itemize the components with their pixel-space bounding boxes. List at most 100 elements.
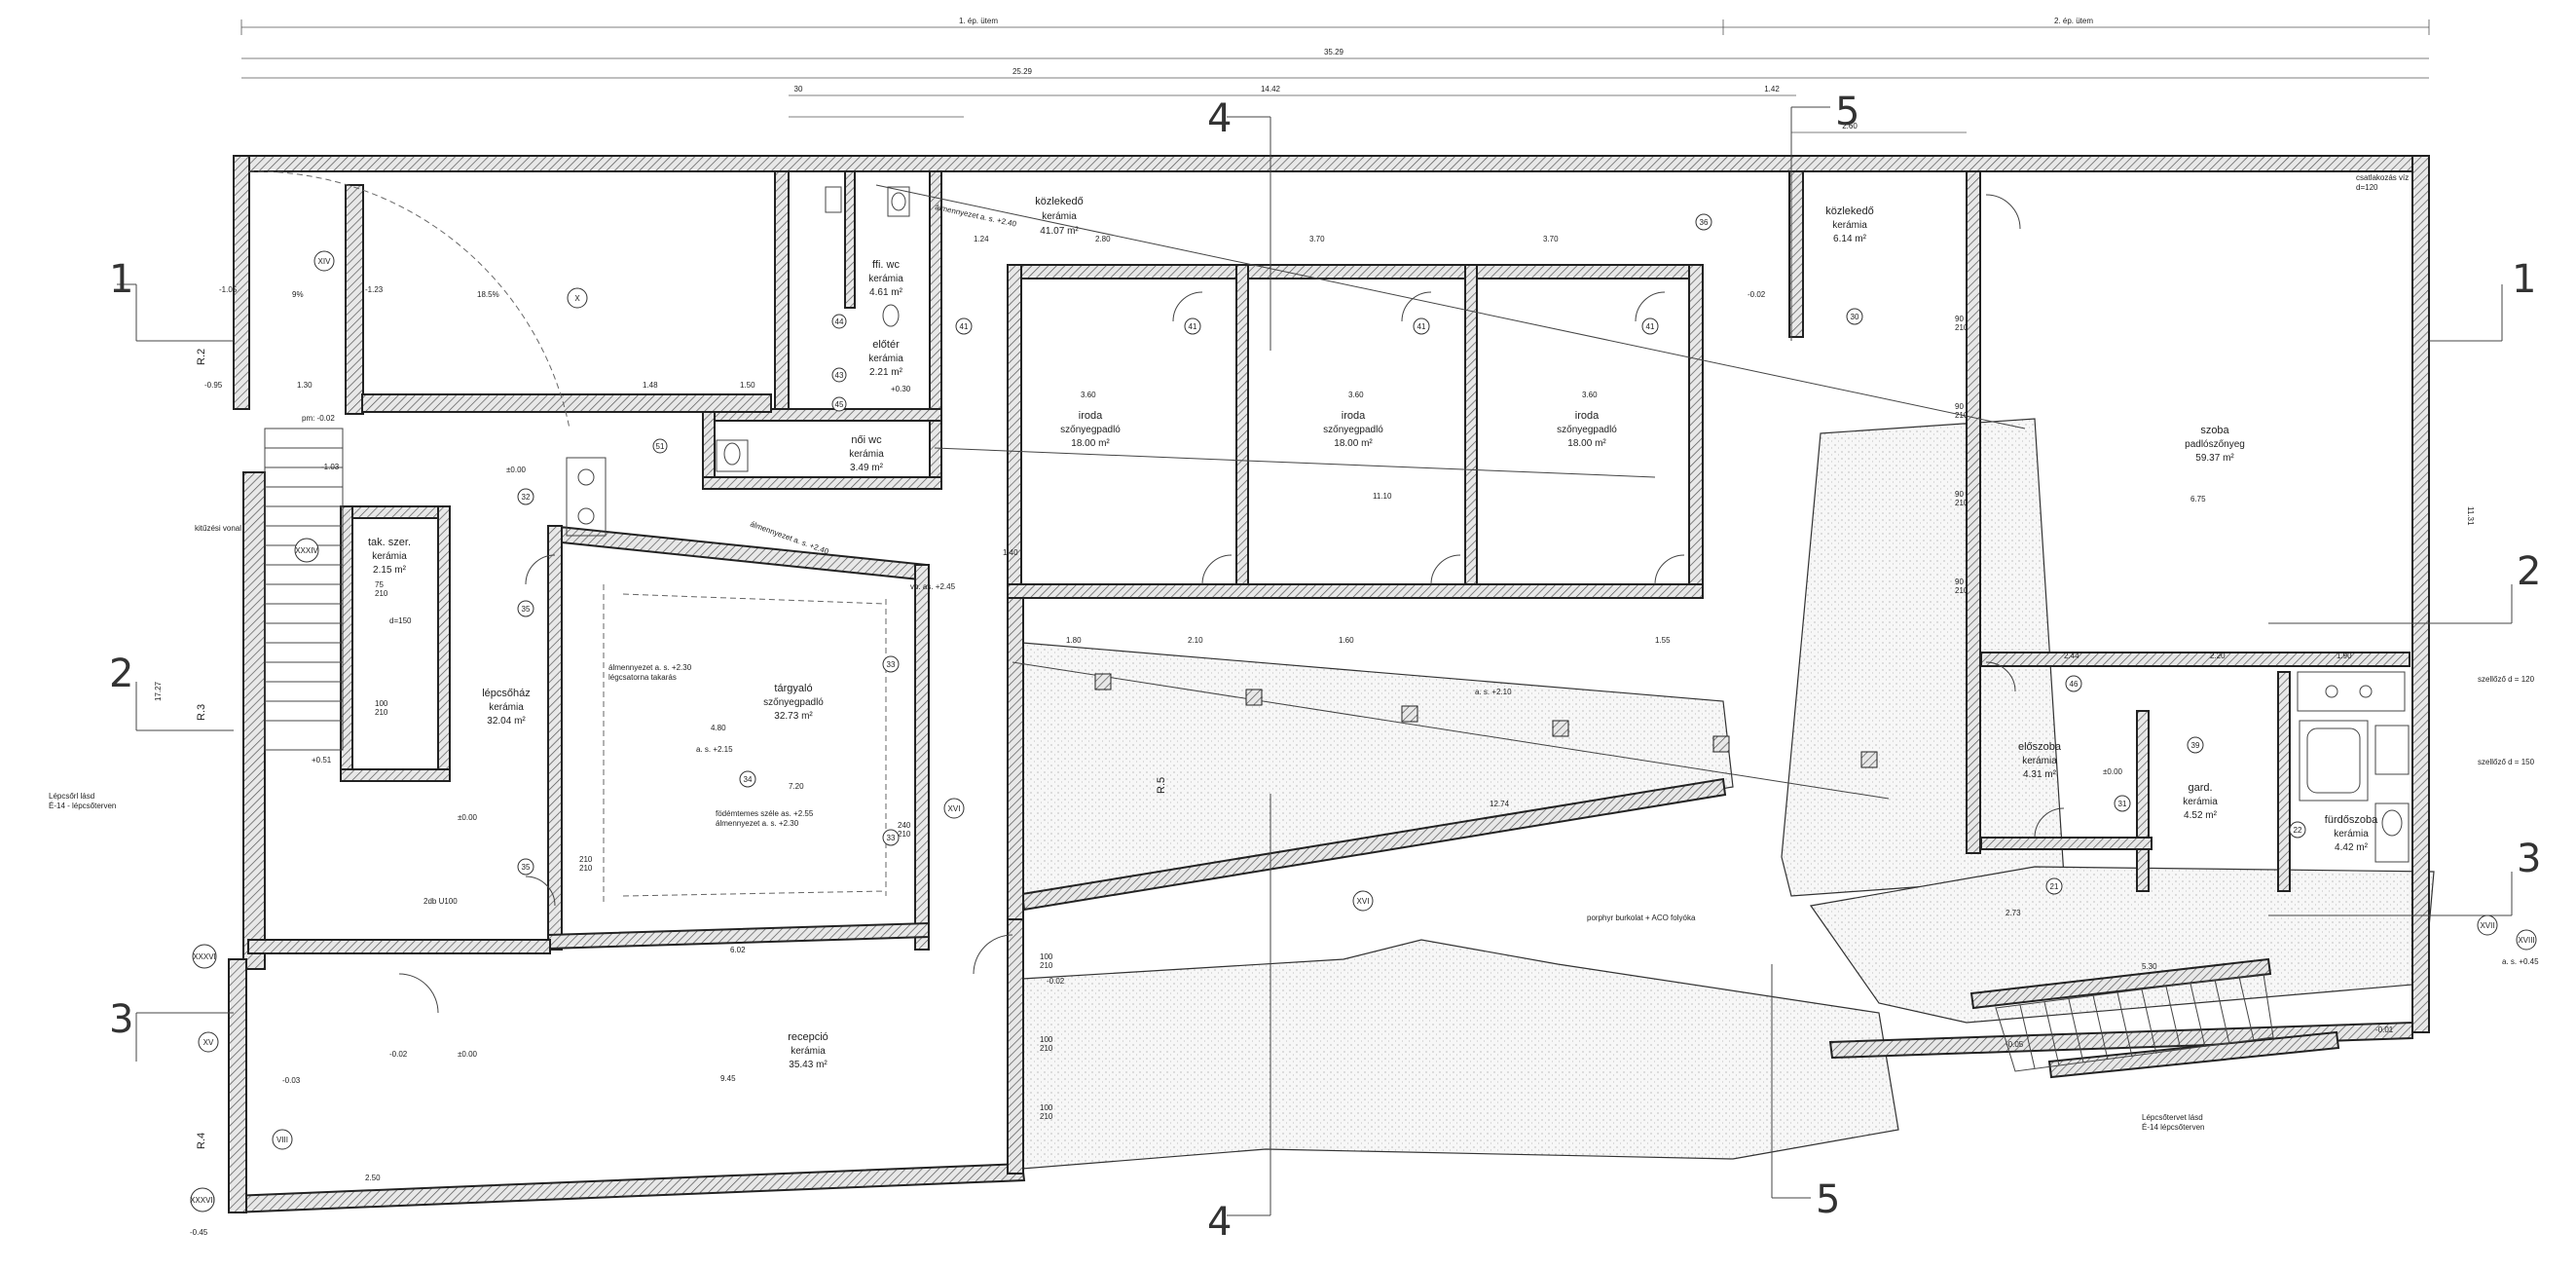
lower-paved-area (1021, 939, 1899, 1170)
svg-text:XVI: XVI (1357, 897, 1370, 906)
room-area: 6.14 m² (1833, 234, 1867, 244)
svg-text:34: 34 (744, 775, 753, 784)
svg-text:43: 43 (835, 371, 844, 380)
dim: 12.74 (1490, 800, 1510, 808)
room-gard: gard. kerámia 4.52 m² (2183, 782, 2218, 821)
room-name: gard. (2188, 782, 2212, 794)
marker: 33 (882, 655, 900, 673)
stair-left-note: Lépcsőrl lásd (49, 792, 94, 801)
svg-text:41: 41 (1189, 322, 1197, 331)
svg-text:X: X (574, 294, 580, 303)
level-mark: +0.30 (891, 385, 911, 393)
svg-text:32: 32 (522, 493, 531, 502)
room-floor: padlószőnyeg (2185, 439, 2245, 450)
room-area: 3.49 m² (850, 463, 884, 473)
dim: 6.75 (2190, 495, 2206, 503)
ceiling-note-2b: álmennyezet a. s. +2.30 (716, 819, 799, 828)
dim: 2.73 (2006, 909, 2021, 917)
central-paved-courtyard (1021, 642, 1734, 907)
marker: 51 (652, 438, 668, 454)
room-iroda-3: iroda szőnyegpadló 18.00 m² (1557, 410, 1617, 449)
axis-r4: R.4 (196, 1133, 207, 1149)
marker: 36 (1695, 213, 1712, 231)
marker: XVII (2477, 914, 2498, 936)
marker: XV (198, 1031, 219, 1053)
room-lepcsohaz: lépcsőház kerámia 32.04 m² (482, 688, 531, 727)
marker: 41 (955, 317, 973, 335)
dim: 11.10 (1373, 492, 1392, 501)
svg-text:41: 41 (1646, 322, 1655, 331)
right-stair-treads (1995, 973, 2274, 1072)
svg-text:21: 21 (2050, 882, 2059, 891)
room-floor: kerámia (2022, 756, 2057, 766)
room-floor: kerámia (372, 551, 407, 562)
marker: XXXIV (294, 538, 319, 563)
dim: 2.10 (1188, 636, 1203, 645)
level-mark: -0.45 (190, 1228, 208, 1237)
ceiling-vb-note: vb. as. +2.45 (910, 582, 956, 591)
svg-text:30: 30 (1851, 313, 1859, 321)
room-furdoszoba: fürdőszoba kerámia 4.42 m² (2325, 814, 2378, 853)
room-area: 35.43 m² (789, 1060, 828, 1070)
ceiling-note-1b: légcsatorna takarás (608, 673, 677, 682)
room-name: iroda (1575, 410, 1600, 422)
svg-text:44: 44 (835, 317, 844, 326)
dim: 9.45 (720, 1074, 736, 1083)
dim: 2.44 (2064, 652, 2079, 660)
room-floor: kerámia (2334, 829, 2369, 839)
room-szoba: szoba padlószőnyeg 59.37 m² (2185, 425, 2245, 464)
level-mark: -0.02 (1047, 977, 1065, 986)
dim-2-60: 2.60 (1842, 122, 1858, 131)
room-area: 32.04 m² (487, 716, 526, 727)
room-name: előtér (872, 339, 900, 351)
level-mark: +0.51 (312, 756, 332, 765)
level-mark: -0.02 (389, 1050, 408, 1059)
room-name: ffi. wc (872, 259, 900, 271)
svg-text:XVI: XVI (948, 804, 961, 813)
room-name: lépcsőház (482, 688, 531, 699)
room-area: 4.42 m² (2335, 842, 2369, 853)
section-3-left: 3 (109, 997, 133, 1042)
room-recepcio: recepció kerámia 35.43 m² (788, 1031, 828, 1070)
szellozo-1-note: szellőző d = 120 (2478, 675, 2535, 684)
axis-r2: R.2 (196, 349, 207, 365)
marker: 43 (831, 367, 847, 383)
level-mark: ±0.00 (458, 1050, 478, 1059)
marker: 31 (2114, 795, 2131, 812)
marker: VIII (272, 1129, 293, 1150)
marker: 46 (2065, 675, 2082, 692)
room-kozlekedo-2: közlekedő kerámia 6.14 m² (1825, 205, 1874, 244)
left-stair-treads (264, 428, 344, 751)
svg-text:45: 45 (835, 400, 844, 409)
room-eloszoba: előszoba kerámia 4.31 m² (2018, 741, 2062, 780)
room-area: 4.31 m² (2023, 769, 2057, 780)
marker-circles: 41 41 41 41 32 33 33 34 35 35 31 30 36 3… (190, 213, 2537, 1212)
csatlakozas-note: csatlakozás víz (2356, 173, 2409, 182)
interior-walls (247, 170, 2410, 1175)
door-swings (247, 170, 2065, 1014)
svg-text:46: 46 (2070, 680, 2079, 689)
level-mark: -1.05 (219, 285, 238, 294)
dim: 3.60 (1081, 391, 1096, 399)
sanitary-fixtures (264, 186, 2410, 1072)
svg-text:35: 35 (522, 605, 531, 614)
svg-text:35: 35 (522, 863, 531, 872)
as-210-note: a. s. +2.10 (1475, 688, 1512, 696)
svg-text:33: 33 (887, 834, 896, 842)
dimension-texts: 3.70 3.70 2.80 1.24 3.60 3.60 3.60 11.10… (154, 235, 2475, 1182)
marker: XIV (313, 250, 335, 272)
dn120-note: d=120 (2356, 183, 2378, 192)
room-area: 59.37 m² (2195, 453, 2234, 464)
svg-text:51: 51 (656, 442, 665, 451)
svg-text:XXXVI: XXXVI (193, 952, 216, 961)
room-floor: szőnyegpadló (1060, 425, 1121, 435)
outer-walls (228, 155, 2430, 1214)
overall-width-dim: 35.29 (1324, 48, 1344, 56)
